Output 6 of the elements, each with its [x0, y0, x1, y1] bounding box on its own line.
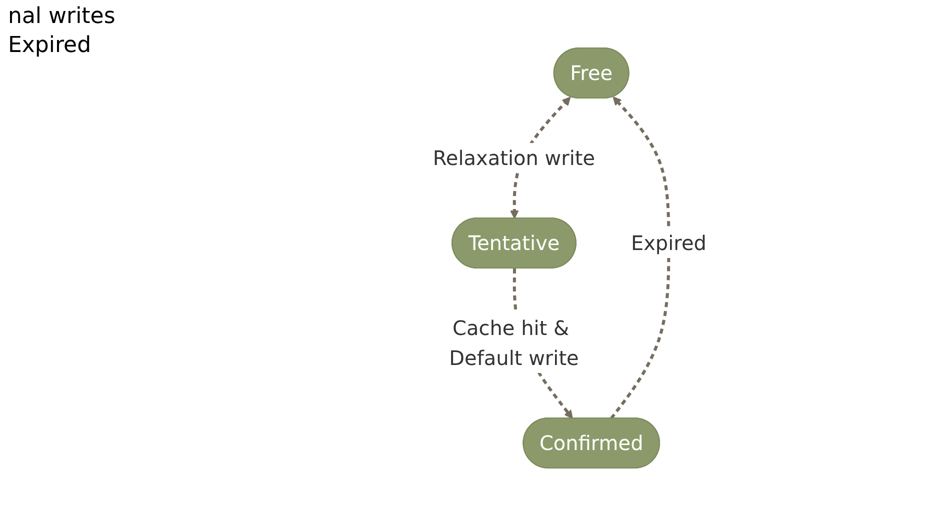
note-text: nal writes — [8, 4, 116, 29]
edge-label: Expired — [630, 230, 706, 254]
arrow — [610, 96, 670, 419]
note-text: Expired — [8, 33, 92, 58]
edge-label: Cache hit & Default write — [448, 315, 579, 370]
edge-label: Relaxation write — [432, 145, 595, 170]
